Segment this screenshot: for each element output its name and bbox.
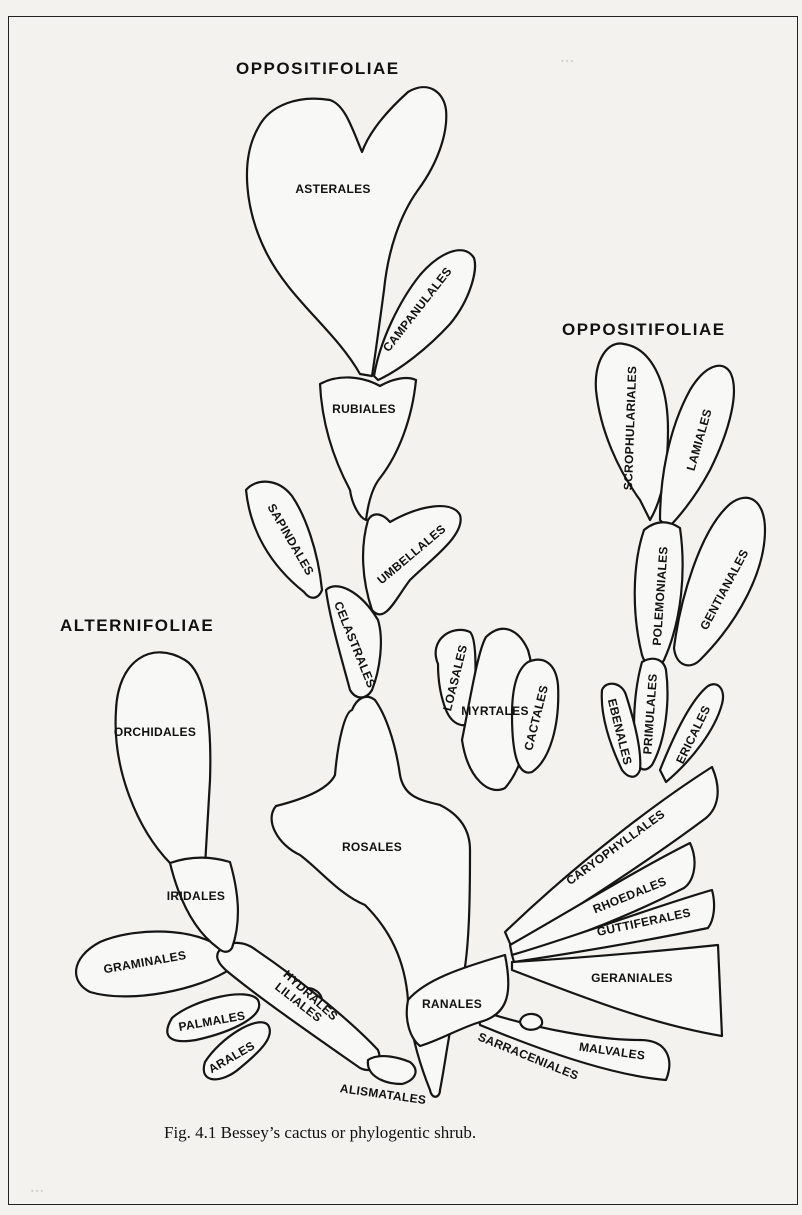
label-orchidales: ORCHIDALES <box>114 725 196 739</box>
label-asterales: ASTERALES <box>295 182 370 196</box>
svg-text:...: ... <box>560 46 574 67</box>
lobe-gentianales <box>674 498 765 666</box>
label-rubiales: RUBIALES <box>332 402 396 416</box>
group-oppositifoliae-right: OPPOSITIFOLIAE <box>562 320 726 339</box>
svg-text:...: ... <box>30 1176 44 1197</box>
label-iridales: IRIDALES <box>167 889 225 903</box>
label-rosales: ROSALES <box>342 840 402 854</box>
label-myrtales: MYRTALES <box>461 704 529 718</box>
lobe-orchidales <box>116 652 211 866</box>
figure-caption: Fig. 4.1 Bessey’s cactus or phylogentic … <box>164 1123 476 1142</box>
group-alternifoliae: ALTERNIFOLIAE <box>60 616 214 635</box>
label-geraniales: GERANIALES <box>591 971 673 985</box>
lobe-sarraceniales-knob <box>520 1014 542 1030</box>
lobe-alismatales <box>368 1056 416 1084</box>
lobe-geraniales <box>512 945 722 1036</box>
label-ranales: RANALES <box>422 997 482 1011</box>
lobe-campanulales <box>374 250 475 380</box>
label-alismatales: ALISMATALES <box>339 1081 427 1107</box>
lobe-rubiales <box>320 377 416 520</box>
group-oppositifoliae-left: OPPOSITIFOLIAE <box>236 59 400 78</box>
